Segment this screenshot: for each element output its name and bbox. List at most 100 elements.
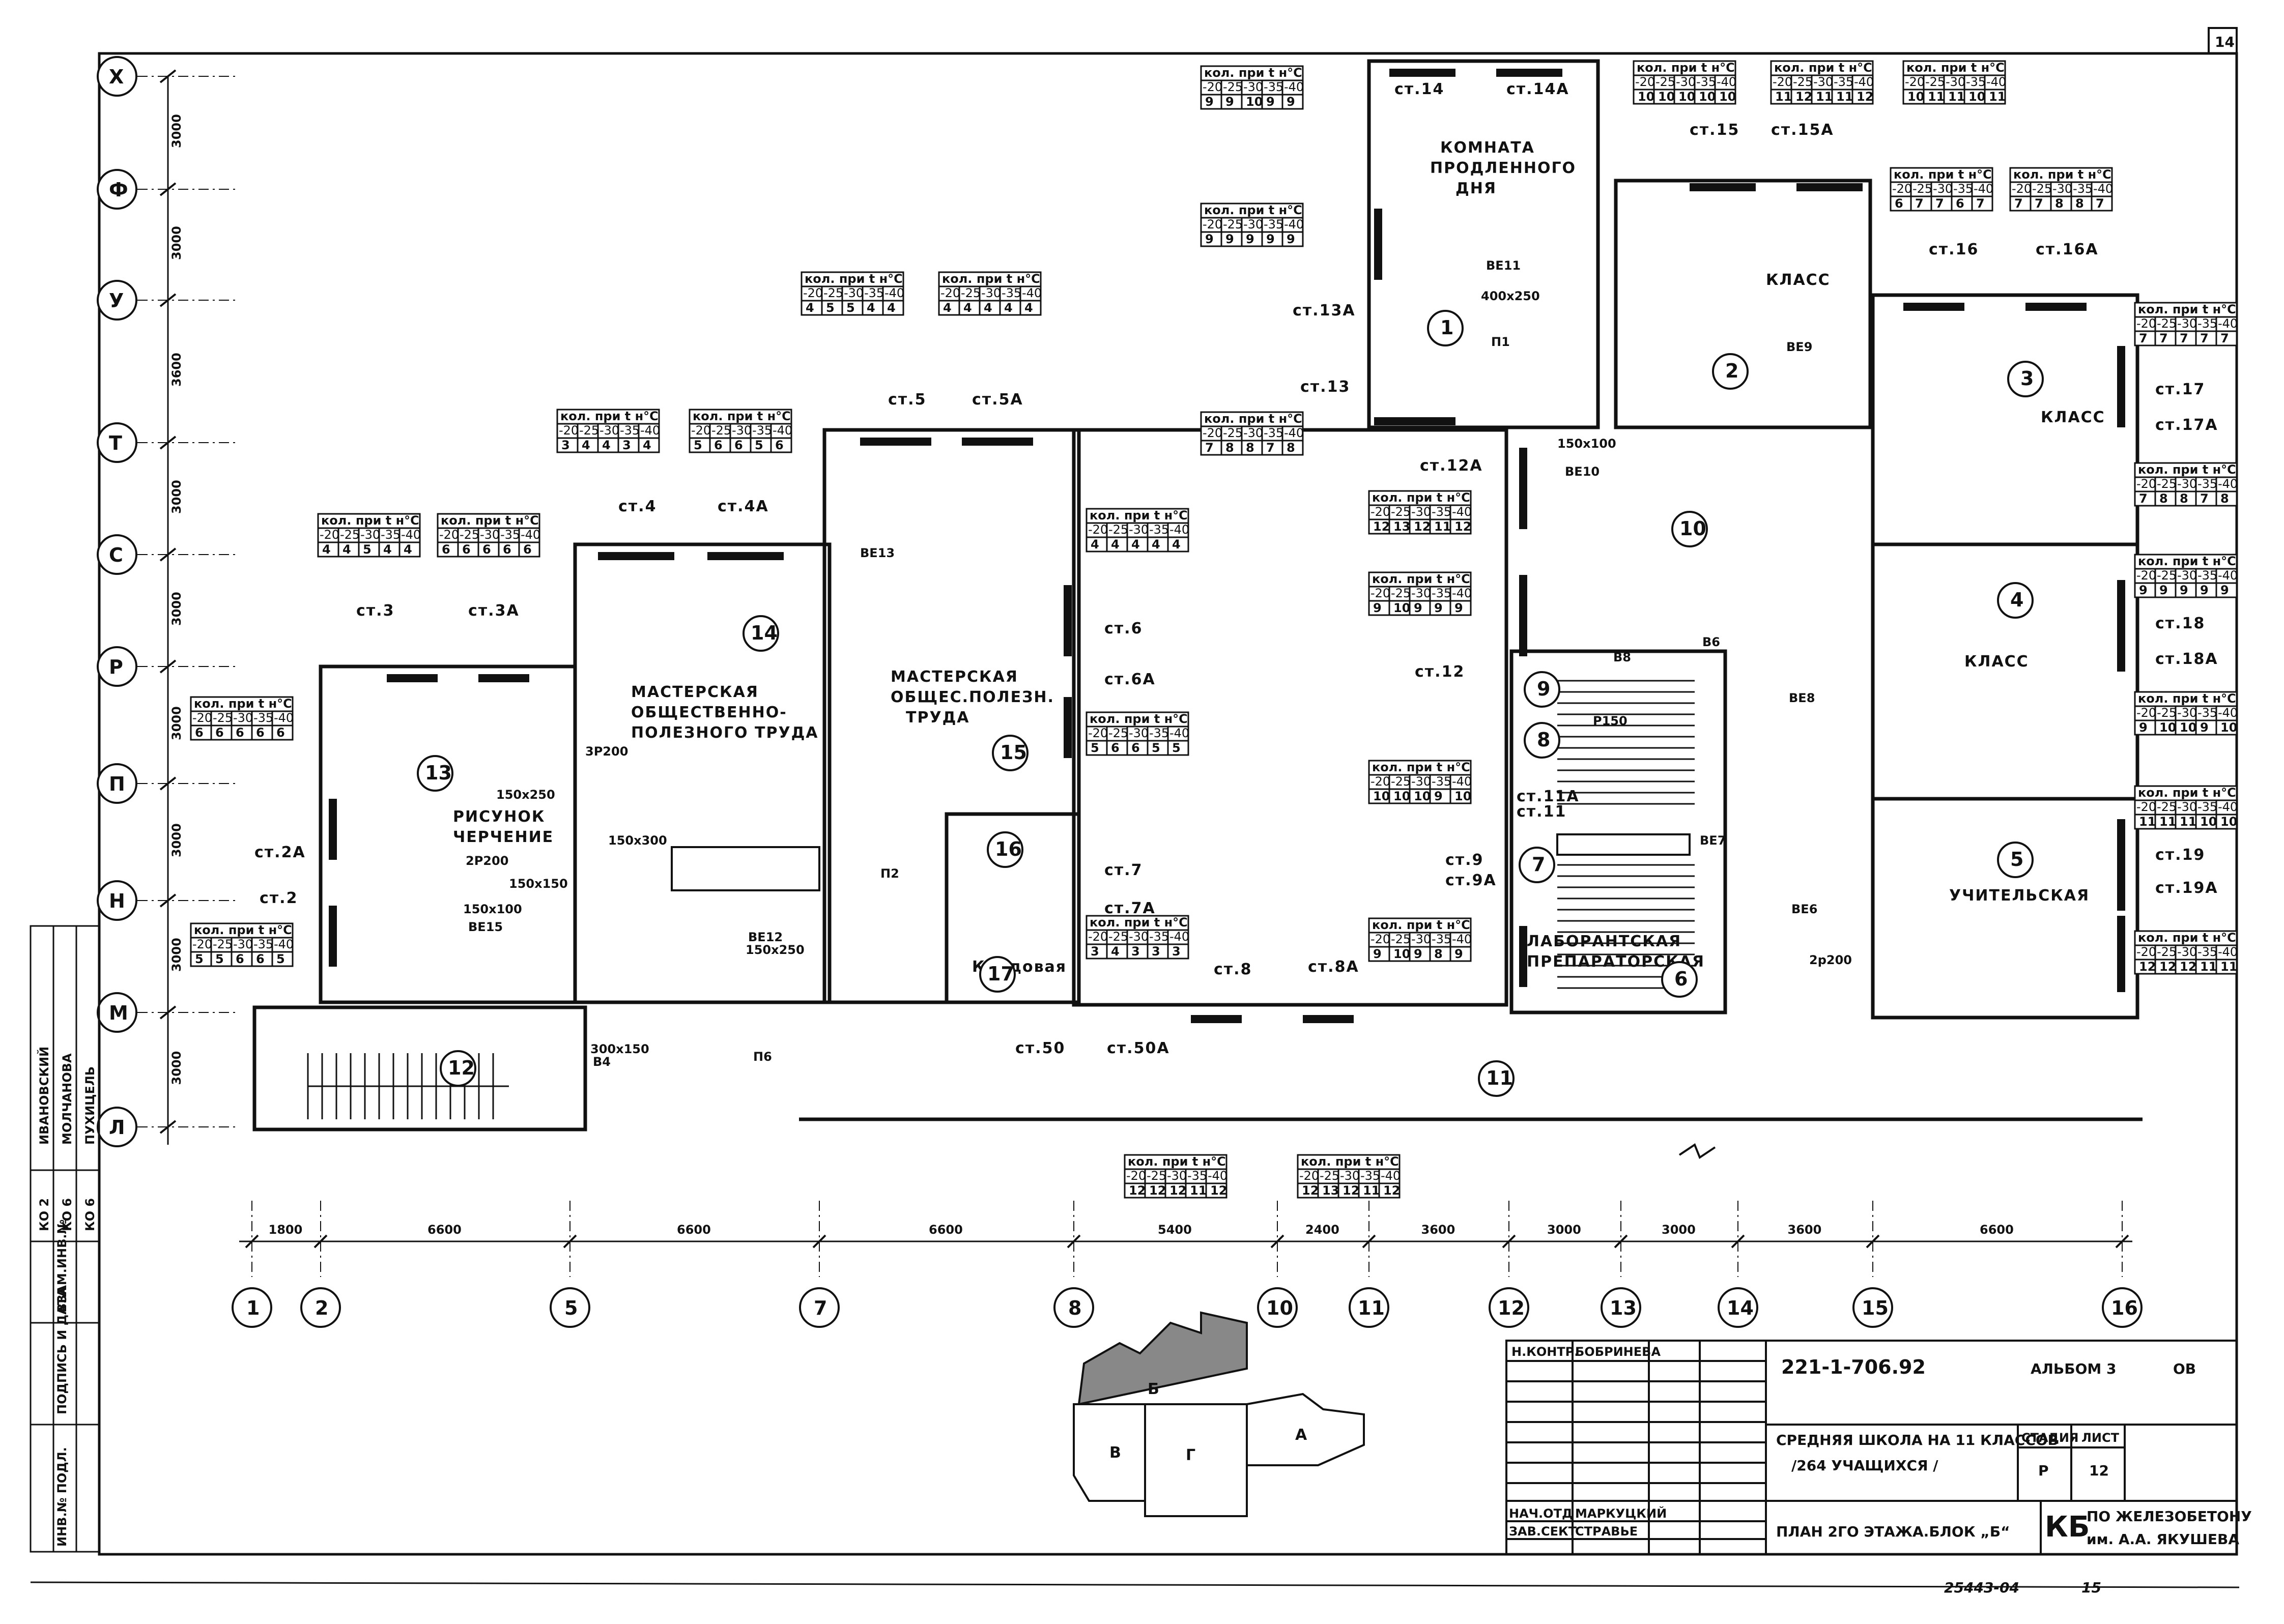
- table-value: 9: [1225, 95, 1234, 109]
- table-temp: -20: [1635, 75, 1655, 89]
- row-tick: [159, 182, 177, 196]
- table-temp: -20: [1088, 726, 1108, 740]
- col-axis-marker: [300, 1287, 341, 1328]
- table-value: 6: [442, 542, 450, 557]
- table-value: 6: [734, 438, 743, 452]
- sheet-number: 14: [2215, 34, 2235, 50]
- col-axis-marker: [2102, 1287, 2143, 1328]
- heating-table: кол. при t н°С-206-257-307-356-407: [1890, 167, 1993, 212]
- table-value: 12: [1210, 1183, 1227, 1198]
- table-temp: -40: [1452, 932, 1472, 946]
- table-value: 13: [1393, 519, 1410, 534]
- room-1-walls: [1367, 59, 1600, 429]
- table-value: 5: [694, 438, 702, 452]
- table-header: кол. при t н°С: [1372, 918, 1470, 932]
- table-temp: -25: [711, 423, 731, 438]
- col-dimension: 3600: [1421, 1223, 1455, 1237]
- room-number: 3: [2020, 367, 2034, 390]
- table-header: кол. при t н°С: [2013, 167, 2111, 182]
- room-number-circle: [1478, 1060, 1515, 1097]
- stamp-name-3: ПУХИЦЕЛЬ: [83, 1066, 97, 1145]
- table-value: 6: [276, 726, 285, 740]
- table-value: 4: [943, 301, 952, 315]
- table-frame: [1086, 508, 1189, 553]
- table-temp: -35: [500, 528, 520, 542]
- table-temp: -25: [2157, 568, 2177, 583]
- room-1-name-2: ПРОДЛЕННОГО: [1430, 159, 1576, 177]
- table-value: 3: [561, 438, 570, 452]
- stamp-name-2: МОЛЧАНОВА: [60, 1053, 74, 1145]
- table-value: 11: [2200, 960, 2217, 974]
- table-temp: -20: [1371, 586, 1390, 600]
- tb-sheet-mark: ОВ: [2173, 1360, 2196, 1377]
- table-value: 10: [1246, 95, 1263, 109]
- heating-table: кол. при t н°С-209-259-309-359-409: [2134, 554, 2238, 598]
- tb-role-2: НАЧ.ОТД: [1509, 1506, 1573, 1521]
- table-value: 5: [215, 952, 224, 966]
- room-number-circle: [1661, 961, 1698, 998]
- table-value: 10: [1719, 90, 1736, 104]
- stair-12: [307, 1053, 509, 1119]
- tb-project-2: /264 УЧАЩИХСЯ /: [1791, 1457, 1938, 1474]
- table-value: 12: [1383, 1183, 1400, 1198]
- row-tick: [159, 1005, 177, 1020]
- table-temp: -30: [360, 528, 380, 542]
- table-temp: -20: [2136, 477, 2156, 491]
- lab-bench: [1556, 833, 1691, 856]
- table-temp: -40: [2218, 945, 2238, 959]
- col-tick: [1731, 1234, 1745, 1249]
- title-block: [1505, 1340, 2238, 1555]
- table-value: 6: [503, 542, 511, 557]
- table-frame: [689, 409, 792, 453]
- room-number-circle: [1519, 847, 1555, 883]
- table-temp: -35: [2197, 800, 2217, 814]
- table-temp: -25: [2157, 800, 2177, 814]
- room-number-circle: [2007, 361, 2044, 397]
- table-value: 7: [1935, 196, 1944, 211]
- table-temp: -30: [480, 528, 500, 542]
- vent-label: ВЕ13: [860, 546, 895, 560]
- table-value: 5: [276, 952, 285, 966]
- vent-label: П1: [1491, 335, 1510, 349]
- table-header: кол. при t н°С: [1894, 167, 1992, 182]
- vent-label: ВЕ9: [1786, 340, 1812, 354]
- row-dimension: 3000: [169, 226, 184, 260]
- table-value: 10: [1699, 90, 1716, 104]
- row-axis-marker: [97, 1107, 137, 1147]
- riser-label: ст.15: [1690, 121, 1739, 139]
- table-temp: -35: [1696, 75, 1716, 89]
- table-value: 9: [1287, 95, 1295, 109]
- table-value: 9: [1266, 232, 1275, 246]
- tb-role-3: ЗАВ.СЕКТ: [1509, 1524, 1577, 1539]
- table-header: кол. при t н°С: [194, 697, 292, 711]
- table-temp: -30: [599, 423, 619, 438]
- table-header: кол. при t н°С: [1090, 712, 1188, 726]
- table-value: 5: [1152, 741, 1160, 755]
- col-tick: [1502, 1234, 1516, 1249]
- table-temp: -40: [2218, 477, 2238, 491]
- table-temp: -20: [192, 711, 212, 725]
- row-dimension: 3000: [169, 1051, 184, 1085]
- table-temp: -25: [1912, 182, 1932, 196]
- stamp-name-1: ИВАНОВСКИЙ: [37, 1047, 51, 1145]
- table-temp: -30: [2177, 568, 2197, 583]
- table-value: 9: [2180, 583, 2188, 597]
- table-temp: -20: [1371, 932, 1390, 946]
- heating-table: кол. при t н°С-204-254-304-354-404: [938, 271, 1042, 316]
- table-header: кол. при t н°С: [942, 272, 1040, 286]
- stair-12-walls: [252, 1005, 587, 1132]
- room-number-circle: [1997, 842, 2034, 878]
- table-value: 6: [775, 438, 784, 452]
- col-axis-marker: [1053, 1287, 1094, 1328]
- table-frame: [1200, 202, 1304, 247]
- vent-label: 3Р200: [585, 744, 628, 759]
- table-temp: -25: [1147, 1169, 1166, 1183]
- col-dimension: 6600: [1980, 1223, 2014, 1237]
- table-temp: -40: [2218, 568, 2238, 583]
- stamp-role-2: ПОДПИСЬ И ДАТА: [55, 1287, 69, 1414]
- table-temp: -25: [1108, 523, 1128, 537]
- heating-table: кол. при t н°С-207-258-308-357-408: [1200, 411, 1304, 456]
- table-header: кол. при t н°С: [1204, 412, 1302, 426]
- tb-album: АЛЬБОМ 3: [2031, 1360, 2117, 1377]
